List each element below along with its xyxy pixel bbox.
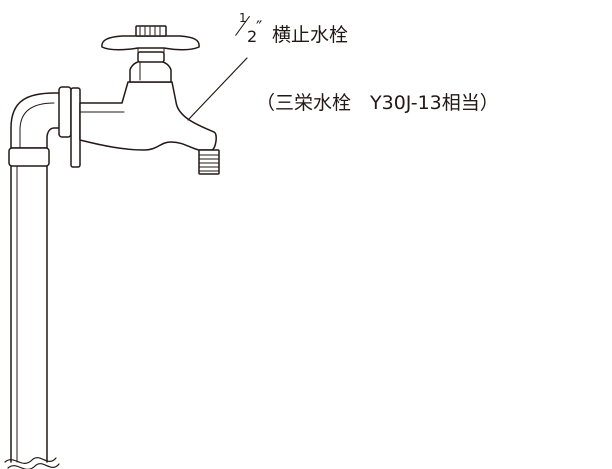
valve-bonnet — [129, 51, 172, 83]
faucet-name: 横止水栓 — [272, 24, 349, 46]
threaded-outlet — [198, 149, 220, 175]
pipe-elbow — [10, 92, 61, 149]
faucet-model: （三栄水栓 Y30J-13相当） — [256, 92, 499, 114]
size-fraction: 1 2 ″ — [235, 10, 266, 46]
fraction-numerator: 1 — [239, 11, 247, 25]
faucet-body — [79, 81, 217, 151]
faucet-handle — [101, 25, 200, 55]
faucet-label: 1 2 ″ 横止水栓 — [235, 10, 349, 46]
vertical-pipe — [10, 147, 48, 463]
pipe-break-lines — [4, 457, 60, 469]
leader-line — [187, 57, 248, 121]
inch-mark: ″ — [256, 18, 263, 38]
fraction-denominator: 2 — [247, 27, 258, 46]
